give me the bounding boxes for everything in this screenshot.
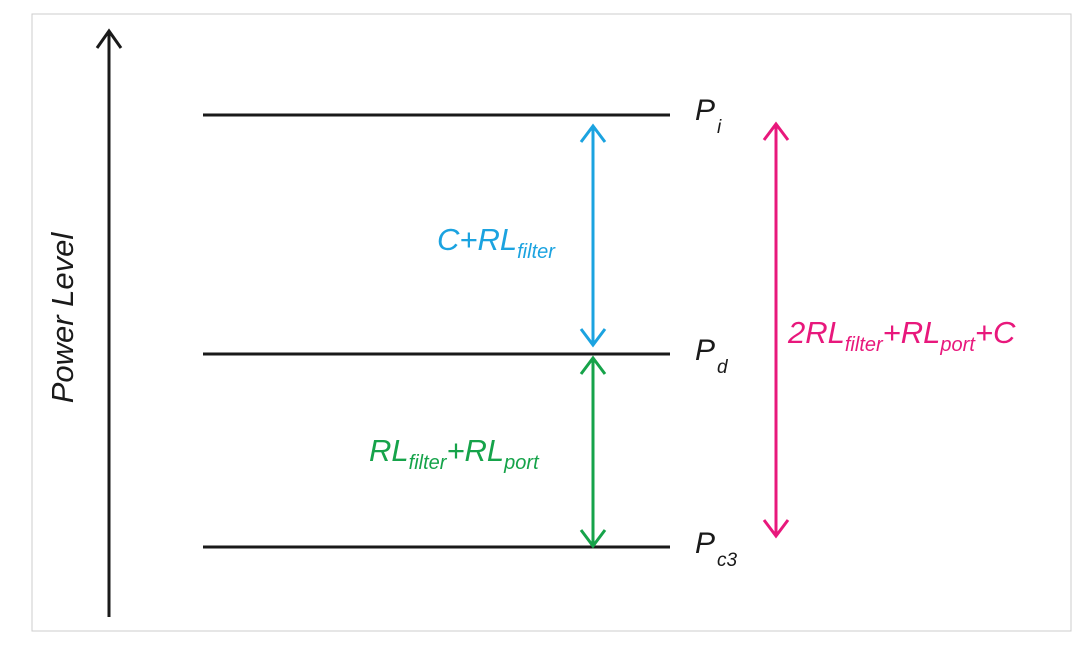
level-label-pc3: Pc3 [695, 527, 738, 571]
axis-label: Power Level [45, 232, 80, 404]
axis-arrowhead [95, 28, 123, 49]
level-label-pi: Pi [695, 94, 722, 138]
coupling-span-label: C+RLfilter [437, 222, 556, 263]
total-span-arrow [762, 121, 790, 539]
return-loss-span-label: RLfilter+RLport [369, 433, 540, 474]
return-loss-span-arrow [579, 355, 607, 549]
level-label-pd: Pd [695, 334, 729, 378]
coupling-span-arrow [579, 123, 607, 348]
diagram-frame [31, 13, 1072, 632]
total-span-label: 2RLfilter+RLport+C [787, 315, 1016, 356]
power-axis [95, 28, 123, 617]
